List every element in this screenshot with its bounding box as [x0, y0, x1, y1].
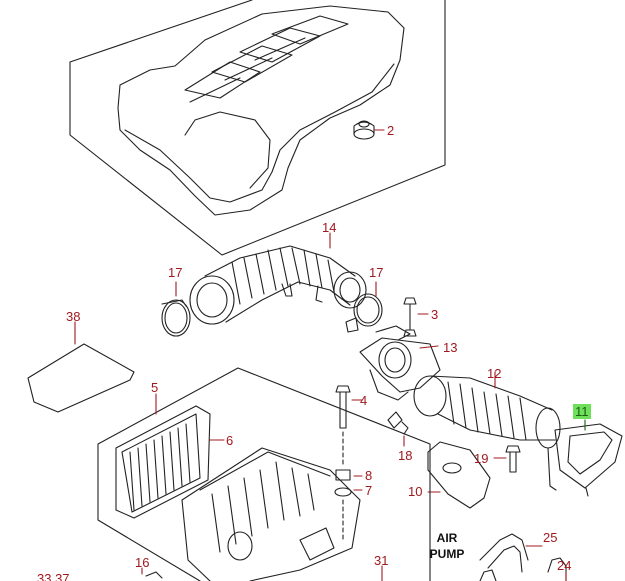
air-pump-note: AIR PUMP [422, 530, 472, 562]
callout-17-right[interactable]: 17 [369, 265, 384, 280]
callout-11[interactable]: 11 [573, 404, 591, 419]
callout-4[interactable]: 4 [360, 393, 368, 408]
filter-element-6 [115, 393, 225, 519]
callout-33-37[interactable]: 33,37 [37, 571, 70, 581]
clip-18 [401, 421, 409, 447]
bolts-4-7-8 [334, 385, 363, 541]
callout-14[interactable]: 14 [322, 220, 337, 235]
callout-2[interactable]: 2 [387, 123, 395, 138]
callout-38[interactable]: 38 [66, 309, 81, 324]
callout-24[interactable]: 24 [557, 558, 572, 573]
engine-cover [117, 5, 405, 216]
air-pump-note-line2: PUMP [429, 547, 465, 561]
hose-clamps-17 [161, 281, 383, 337]
air-pump-note-line1: AIR [436, 531, 458, 545]
callout-31[interactable]: 31 [374, 553, 389, 568]
grommet-part [353, 120, 385, 140]
air-duct-12 [413, 371, 561, 449]
air-inlet-11 [547, 419, 623, 497]
intake-hose-14 [189, 232, 367, 325]
callout-6[interactable]: 6 [226, 433, 234, 448]
air-pump-hose [479, 533, 567, 581]
resonator-10 [427, 441, 491, 509]
callout-5[interactable]: 5 [151, 380, 159, 395]
bolt-3 [403, 297, 429, 337]
callout-17-left[interactable]: 17 [168, 265, 183, 280]
callout-7[interactable]: 7 [365, 483, 373, 498]
callout-13[interactable]: 13 [443, 340, 458, 355]
callout-16[interactable]: 16 [135, 555, 150, 570]
air-flow-sensor-13 [359, 325, 441, 429]
callout-3[interactable]: 3 [431, 307, 439, 322]
callout-18[interactable]: 18 [398, 448, 413, 463]
callout-19[interactable]: 19 [474, 451, 489, 466]
engine-cover-frame [69, 0, 446, 256]
callout-8[interactable]: 8 [365, 468, 373, 483]
callout-10[interactable]: 10 [408, 484, 423, 499]
filter-sheet-38 [27, 321, 135, 413]
air-cleaner-case [181, 447, 361, 581]
air-cleaner-frame [97, 367, 431, 581]
clip-16 [141, 567, 163, 579]
bolt-19 [493, 445, 521, 473]
callout-12[interactable]: 12 [487, 366, 502, 381]
callout-25[interactable]: 25 [543, 530, 558, 545]
